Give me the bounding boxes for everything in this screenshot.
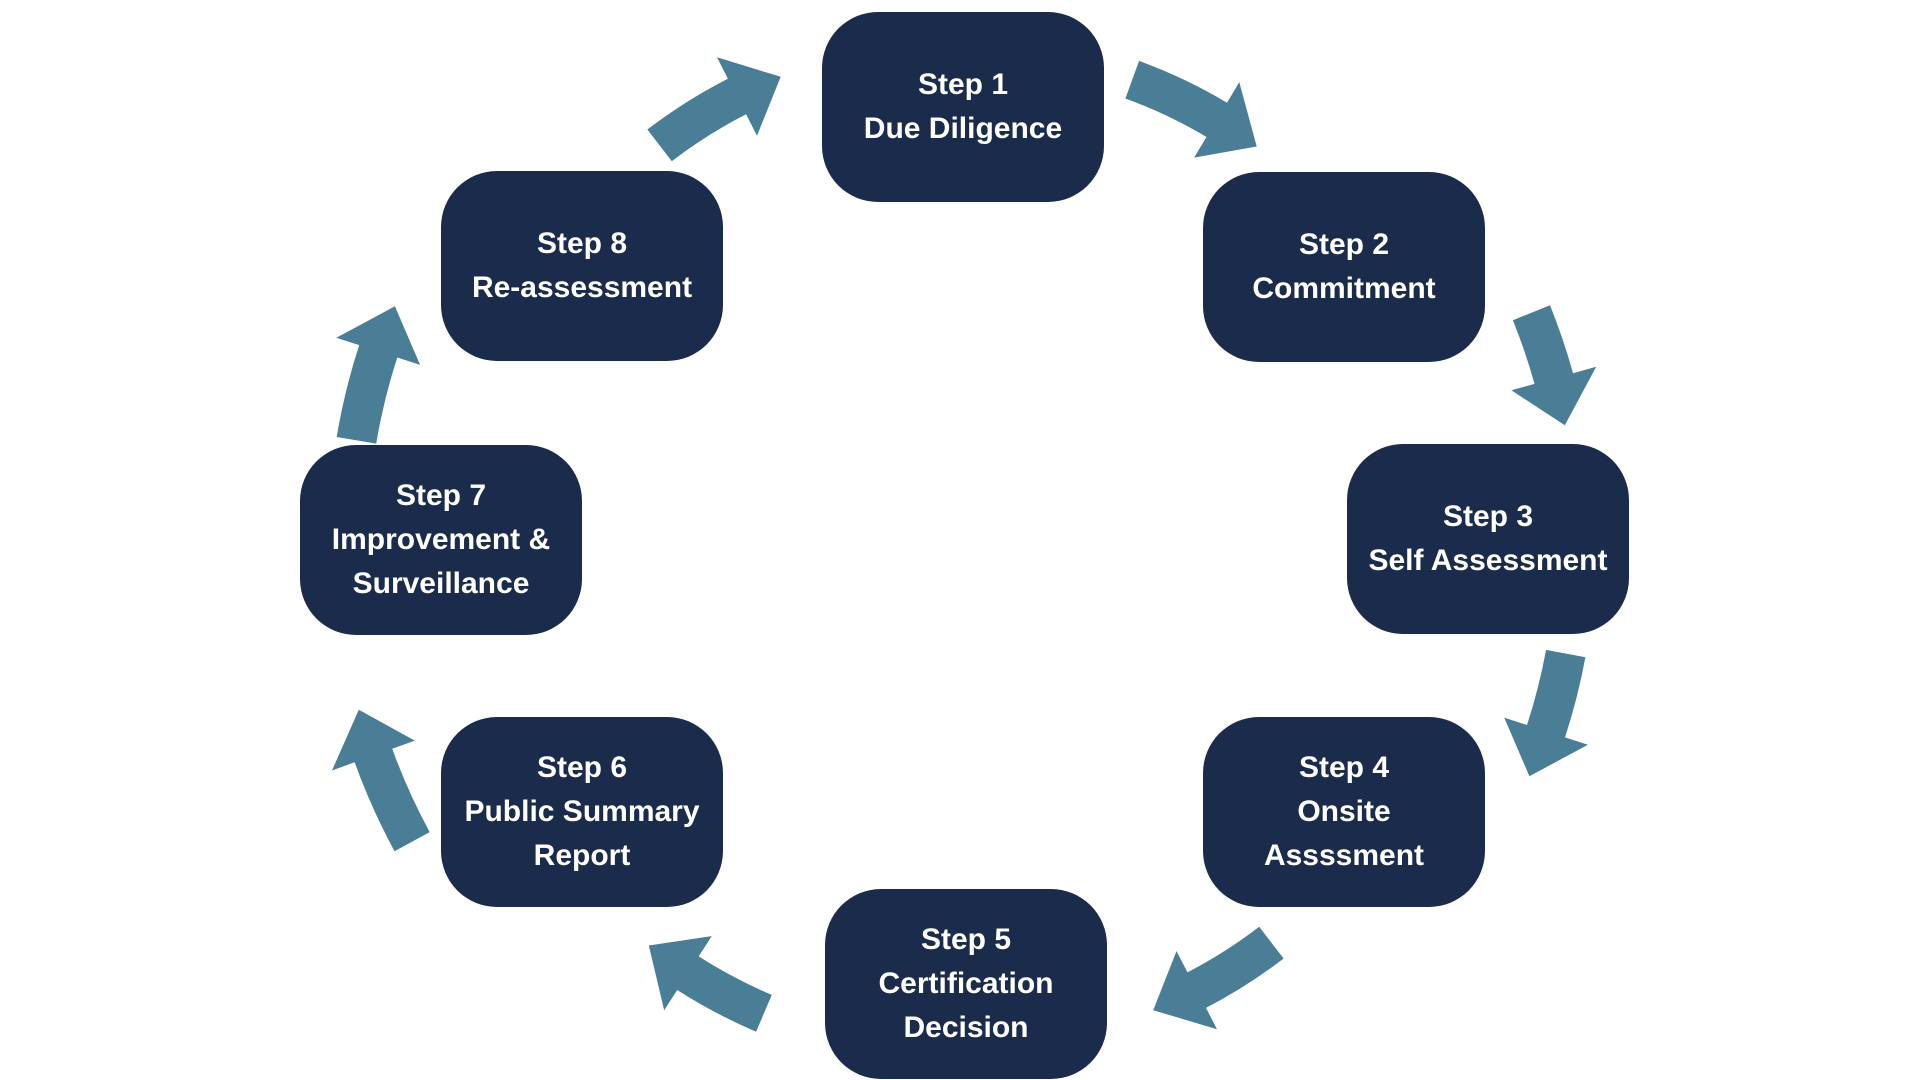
arrow-step-6-to-step-7-icon [332,709,430,852]
arrow-step-4-to-step-5-icon [1153,926,1284,1030]
step-2-label: Step 2 [1298,228,1390,261]
step-1-title: Due Diligence [863,112,1063,145]
arrow-step-8-to-step-1-icon [647,57,781,162]
step-6-title-line-1: Public Summary [464,795,700,828]
step-8-box: Step 8 Re-assessment [441,171,723,361]
step-7-title-line-2: Surveillance [352,567,530,600]
step-2-box: Step 2 Commitment [1203,172,1485,362]
step-1-box: Step 1 Due Diligence [822,12,1104,202]
step-4-box: Step 4 Onsite Assssment [1203,717,1485,907]
step-5-title-line-1: Certification [878,967,1054,1000]
step-6-title-line-2: Report [533,839,631,872]
arrow-step-1-to-step-2-icon [1125,60,1257,158]
step-7-label: Step 7 [395,479,487,512]
arrow-step-7-to-step-8-icon [336,306,421,444]
arrow-step-5-to-step-6-icon [648,936,772,1032]
step-4-title-line-1: Onsite [1297,795,1391,828]
step-3-title: Self Assessment [1368,544,1608,577]
step-4-label: Step 4 [1298,751,1390,784]
step-5-box: Step 5 Certification Decision [825,889,1107,1079]
step-7-title-line-1: Improvement & [331,523,551,556]
step-6-label: Step 6 [536,751,628,784]
step-6-box: Step 6 Public Summary Report [441,717,723,907]
step-7-box: Step 7 Improvement & Surveillance [300,445,582,635]
arrow-step-3-to-step-4-icon [1504,649,1588,777]
step-3-box: Step 3 Self Assessment [1347,444,1629,634]
step-8-label: Step 8 [536,227,628,260]
step-5-title-line-2: Decision [903,1011,1029,1044]
step-2-title: Commitment [1252,272,1436,305]
step-1-label: Step 1 [917,68,1009,101]
step-4-title-line-2: Assssment [1263,839,1425,872]
step-3-label: Step 3 [1442,500,1534,533]
step-5-label: Step 5 [920,923,1012,956]
step-8-title: Re-assessment [471,271,693,304]
arrow-step-2-to-step-3-icon [1511,305,1597,426]
